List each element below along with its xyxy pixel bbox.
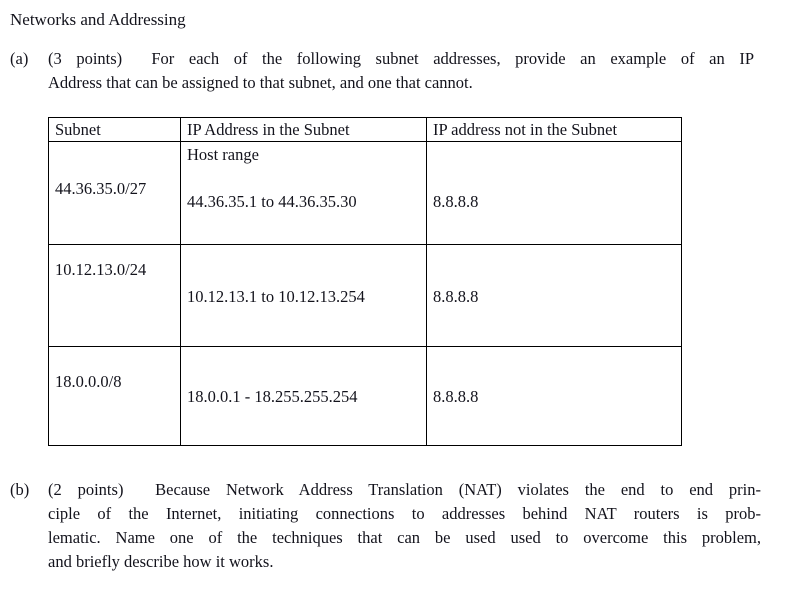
table-cell-subnet: 18.0.0.0/8 bbox=[48, 346, 181, 446]
question-b-points: (2 points) bbox=[48, 480, 124, 499]
table-cell-not-in-subnet: 8.8.8.8 bbox=[426, 141, 682, 245]
table-header-subnet: Subnet bbox=[48, 117, 181, 142]
table-header-not-in-subnet: IP address not in the Subnet bbox=[426, 117, 682, 142]
table-row: 44.36.35.0/27 Host range 44.36.35.1 to 4… bbox=[48, 141, 682, 245]
table-cell-not-in-subnet: 8.8.8.8 bbox=[426, 346, 682, 446]
question-b-line-2: ciple of the Internet, initiating connec… bbox=[48, 504, 761, 523]
table-cell-in-subnet: 18.0.0.1 - 18.255.255.254 bbox=[180, 346, 427, 446]
question-b-label: (b) bbox=[10, 480, 30, 499]
question-b-line-1: Because Network Address Translation (NAT… bbox=[155, 480, 761, 499]
question-a-line-2: Address that can be assigned to that sub… bbox=[48, 73, 473, 92]
page-title: Networks and Addressing bbox=[10, 10, 186, 29]
question-b-body: (2 points) Because Network Address Trans… bbox=[48, 478, 761, 574]
question-a-line-1: For each of the following subnet address… bbox=[151, 49, 754, 68]
table-row: 18.0.0.0/8 18.0.0.1 - 18.255.255.254 8.8… bbox=[48, 346, 682, 446]
question-a-points: (3 points) bbox=[48, 49, 123, 68]
subnet-table: Subnet IP Address in the Subnet IP addre… bbox=[48, 117, 682, 446]
question-b-line-3: lematic. Name one of the techniques that… bbox=[48, 528, 761, 547]
host-range-label: Host range bbox=[187, 145, 259, 164]
table-header-row: Subnet IP Address in the Subnet IP addre… bbox=[48, 117, 682, 142]
table-cell-subnet: 44.36.35.0/27 bbox=[48, 141, 181, 245]
host-range-value: 44.36.35.1 to 44.36.35.30 bbox=[187, 192, 357, 211]
table-cell-subnet: 10.12.13.0/24 bbox=[48, 244, 181, 347]
table-cell-in-subnet: 10.12.13.1 to 10.12.13.254 bbox=[180, 244, 427, 347]
table-body: 44.36.35.0/27 Host range 44.36.35.1 to 4… bbox=[48, 141, 682, 446]
table-cell-not-in-subnet: 8.8.8.8 bbox=[426, 244, 682, 347]
table-row: 10.12.13.0/24 10.12.13.1 to 10.12.13.254… bbox=[48, 244, 682, 347]
table-header-in-subnet: IP Address in the Subnet bbox=[180, 117, 427, 142]
table-header: Subnet IP Address in the Subnet IP addre… bbox=[48, 117, 682, 142]
question-a-body: (3 points) For each of the following sub… bbox=[48, 47, 754, 95]
table-cell-in-subnet: Host range 44.36.35.1 to 44.36.35.30 bbox=[180, 141, 427, 245]
question-a-label: (a) bbox=[10, 49, 29, 68]
question-b-line-4: and briefly describe how it works. bbox=[48, 552, 274, 571]
